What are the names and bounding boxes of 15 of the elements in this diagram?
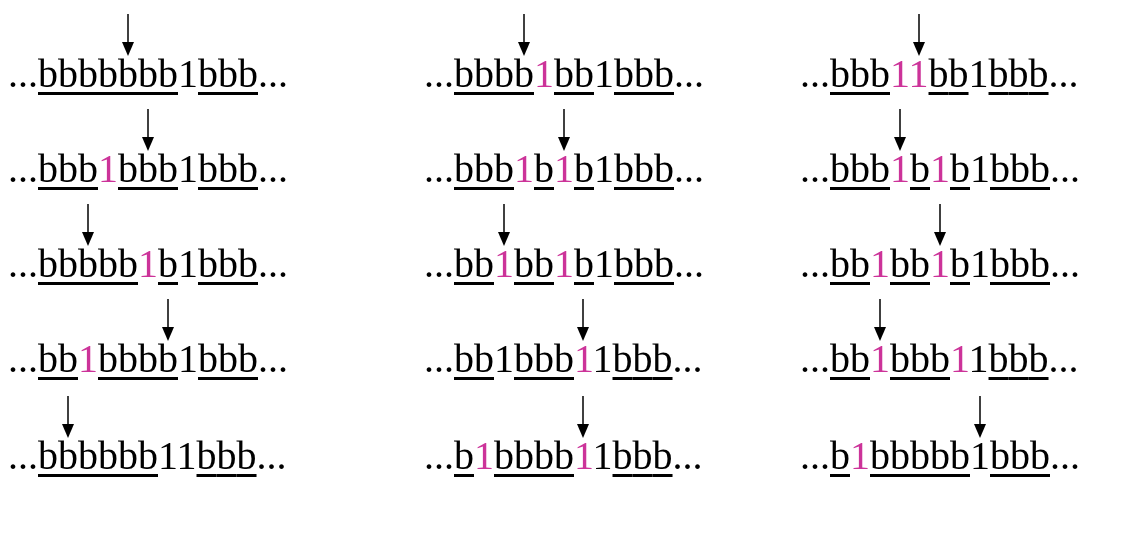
tape-string: ...bb1bb1b1bbb...	[800, 240, 1080, 288]
tape-string: ...bbbbbb11bbb...	[8, 432, 287, 480]
tape-string: ...bbbb1bb1bbb...	[424, 50, 704, 98]
tape-string: ...bb1bbbb1bbb...	[8, 335, 288, 383]
tape-string: ...bbb11bb1bbb...	[800, 50, 1079, 98]
tape-string: ...b1bbbb11bbb...	[424, 432, 703, 480]
tape-string: ...bb1bbb11bbb...	[424, 335, 703, 383]
tape-string: ...bb1bbb11bbb...	[800, 335, 1079, 383]
tape-string: ...bbb1b1b1bbb...	[800, 145, 1080, 193]
tape-string: ...bbbbb1b1bbb...	[8, 240, 288, 288]
tape-string: ...bb1bb1b1bbb...	[424, 240, 704, 288]
tape-string: ...b1bbbbb1bbb...	[800, 432, 1080, 480]
tape-string: ...bbb1bbb1bbb...	[8, 145, 288, 193]
tape-string: ...bbb1b1b1bbb...	[424, 145, 704, 193]
tape-string: ...bbbbbbb1bbb...	[8, 50, 288, 98]
